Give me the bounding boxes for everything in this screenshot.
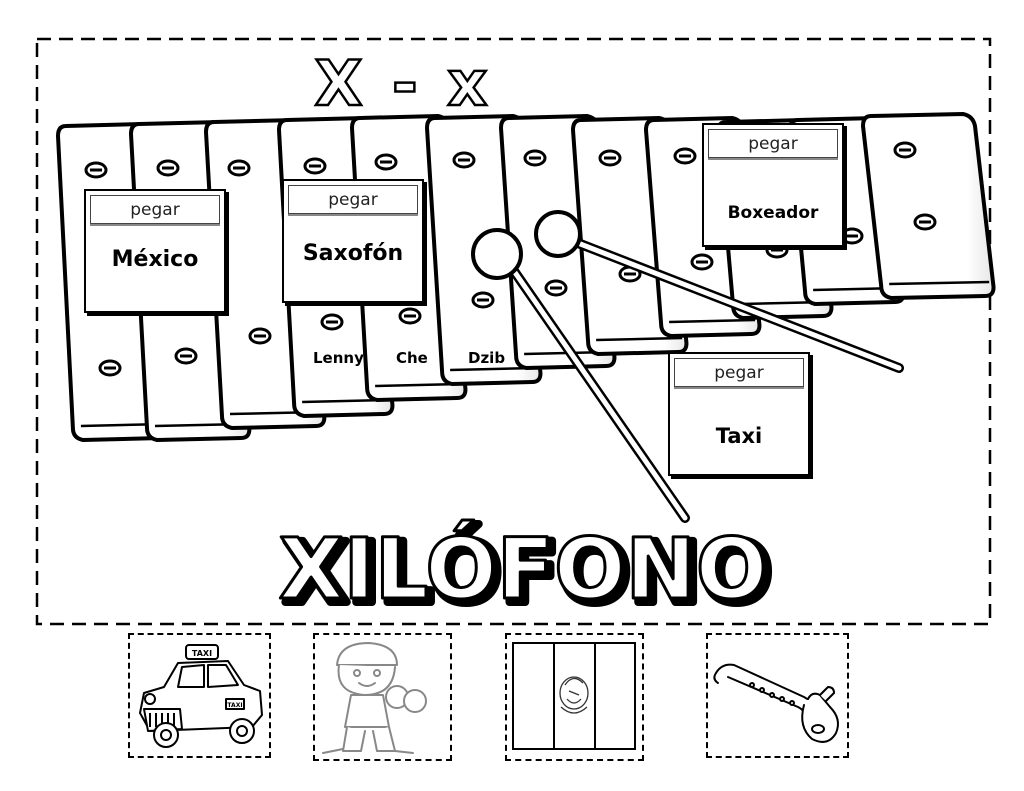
xylophone-bar xyxy=(861,112,996,300)
mallets xyxy=(471,210,904,523)
cutout-saxophone[interactable] xyxy=(706,633,849,758)
boxer-icon xyxy=(322,642,427,754)
paste-label: pegar xyxy=(674,358,804,387)
saxophone-icon xyxy=(713,663,839,743)
taxi-icon: TAXI TAXI xyxy=(139,644,263,748)
taxi-sign-text: TAXI xyxy=(192,649,212,658)
mallet-right xyxy=(534,210,904,373)
paste-card-saxofon[interactable]: pegar Saxofón xyxy=(282,179,424,303)
taxi-door-text: TAXI xyxy=(227,702,242,709)
card-word: Taxi xyxy=(715,424,763,448)
cut-frame xyxy=(35,37,992,626)
paste-card-boxeador[interactable]: pegar Boxeador xyxy=(702,123,844,247)
name-lenny: Lenny xyxy=(313,349,364,367)
paste-label: pegar xyxy=(90,195,220,224)
card-word: Boxeador xyxy=(727,203,819,223)
paste-label: pegar xyxy=(708,129,838,158)
paste-card-taxi[interactable]: pegar Taxi xyxy=(668,352,810,476)
name-dzib: Dzib xyxy=(468,349,506,367)
paste-card-mexico[interactable]: pegar México xyxy=(84,189,226,313)
mexico-flag-icon xyxy=(512,642,636,750)
cutout-boxer[interactable] xyxy=(313,633,452,761)
paste-label: pegar xyxy=(288,185,418,214)
title-xilofono: XILÓFONO xyxy=(279,520,767,618)
name-che: Che xyxy=(396,349,428,367)
card-word: México xyxy=(111,247,199,272)
title-shadow: XILÓFONO xyxy=(284,524,772,622)
card-word: Saxofón xyxy=(302,241,404,266)
mallet-left xyxy=(471,228,690,523)
cutout-taxi[interactable]: TAXI TAXI xyxy=(128,633,271,758)
cutout-flag[interactable] xyxy=(505,633,644,761)
letter-header: X - x xyxy=(315,47,492,120)
